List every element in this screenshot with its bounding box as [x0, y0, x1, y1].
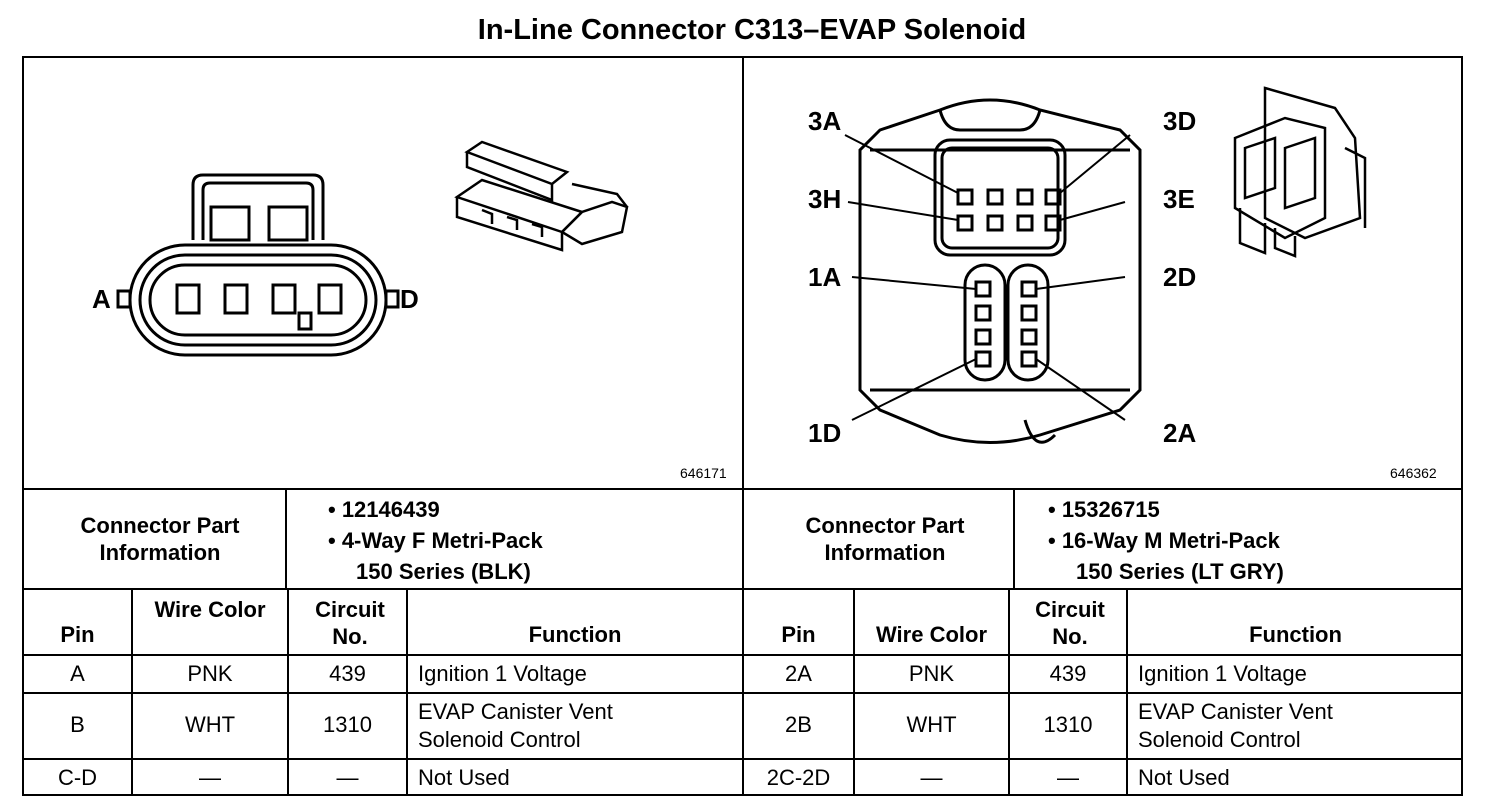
pin-label-3e: 3E	[1163, 184, 1195, 214]
table-cell: Ignition 1 Voltage	[418, 661, 587, 686]
col-divider-r3	[1126, 588, 1128, 796]
table-cell: —	[920, 765, 943, 790]
info-header-divider	[22, 588, 1463, 590]
col-divider-r2	[1008, 588, 1010, 796]
table-cell: Solenoid Control	[1138, 727, 1301, 752]
table-cell: 439	[1049, 661, 1087, 686]
sixteen-way-connector-iso-drawing	[1233, 86, 1367, 258]
header-wire-color-left: Wire Color	[154, 597, 266, 622]
part-number-left: • 12146439	[328, 497, 440, 522]
table-cell: 2B	[785, 712, 812, 737]
connector-part-info-label-right: Connector Part Information	[805, 513, 965, 565]
table-cell: 2C-2D	[766, 765, 831, 790]
header-pin-right: Pin	[781, 622, 816, 647]
table-cell: —	[1057, 765, 1079, 790]
part-info-left: • 12146439 • 4-Way F Metri-Pack 150 Seri…	[328, 494, 543, 587]
table-cell: Not Used	[418, 765, 510, 790]
header-circuit-right: Circuit No.	[1035, 597, 1105, 649]
part-info-right: • 15326715 • 16-Way M Metri-Pack 150 Ser…	[1048, 494, 1284, 587]
figure-id-left: 646171	[680, 465, 727, 481]
table-cell: Not Used	[1138, 765, 1230, 790]
connector-part-info-label-left: Connector Part Information	[80, 513, 240, 565]
row-a-divider	[22, 692, 1463, 694]
part-desc-left-2: 150 Series (BLK)	[356, 559, 531, 584]
table-cell: WHT	[906, 712, 957, 737]
part-desc-right-2: 150 Series (LT GRY)	[1076, 559, 1284, 584]
table-cell: PNK	[908, 661, 955, 686]
col-divider-r1	[853, 588, 855, 796]
table-cell: B	[70, 712, 85, 737]
part-number-right: • 15326715	[1048, 497, 1160, 522]
page-title: In-Line Connector C313–EVAP Solenoid	[477, 14, 1027, 46]
figure-id-right: 646362	[1390, 465, 1437, 481]
header-function-right: Function	[1249, 622, 1342, 647]
sixteen-way-connector-face-drawing	[844, 98, 1142, 444]
table-cell: EVAP Canister Vent	[1138, 699, 1333, 724]
header-circuit-left: Circuit No.	[315, 597, 385, 649]
part-desc-left-1: • 4-Way F Metri-Pack	[328, 528, 543, 553]
table-cell: 1310	[323, 712, 372, 737]
header-row-divider	[22, 654, 1463, 656]
header-pin-left: Pin	[60, 622, 95, 647]
col-divider-l3	[406, 588, 408, 796]
table-cell: 439	[329, 661, 366, 686]
pin-label-3a: 3A	[808, 106, 842, 136]
table-cell: EVAP Canister Vent	[418, 699, 613, 724]
table-cell: —	[336, 765, 359, 790]
table-cell: PNK	[187, 661, 233, 686]
pin-label-3h: 3H	[808, 184, 842, 214]
row-b-divider	[22, 758, 1463, 760]
part-desc-right-1: • 16-Way M Metri-Pack	[1048, 528, 1280, 553]
table-cell: WHT	[184, 712, 236, 737]
table-cell: Solenoid Control	[418, 727, 581, 752]
table-cell: A	[70, 661, 85, 686]
table-cell: —	[199, 765, 221, 790]
header-function-left: Function	[528, 622, 622, 647]
pin-label-a: A	[92, 284, 111, 314]
info-divider-right	[1013, 488, 1015, 588]
pin-label-2a: 2A	[1163, 418, 1197, 448]
col-divider-l1	[131, 588, 133, 796]
four-way-connector-iso-drawing	[454, 140, 629, 252]
col-divider-l2	[287, 588, 289, 796]
table-cell: C-D	[57, 765, 98, 790]
pin-label-1d: 1D	[808, 418, 842, 448]
header-wire-color-right: Wire Color	[875, 622, 988, 647]
table-cell: 2A	[785, 661, 812, 686]
table-cell: Ignition 1 Voltage	[1138, 661, 1307, 686]
pin-label-d: D	[400, 284, 419, 314]
info-divider-left	[285, 488, 287, 588]
pin-label-1a: 1A	[808, 262, 842, 292]
figure-table-divider	[22, 488, 1463, 490]
pin-label-2d: 2D	[1163, 262, 1197, 292]
four-way-connector-face-drawing	[116, 173, 400, 357]
table-cell: 1310	[1043, 712, 1093, 737]
center-divider	[742, 56, 744, 796]
pin-label-3d: 3D	[1163, 106, 1197, 136]
